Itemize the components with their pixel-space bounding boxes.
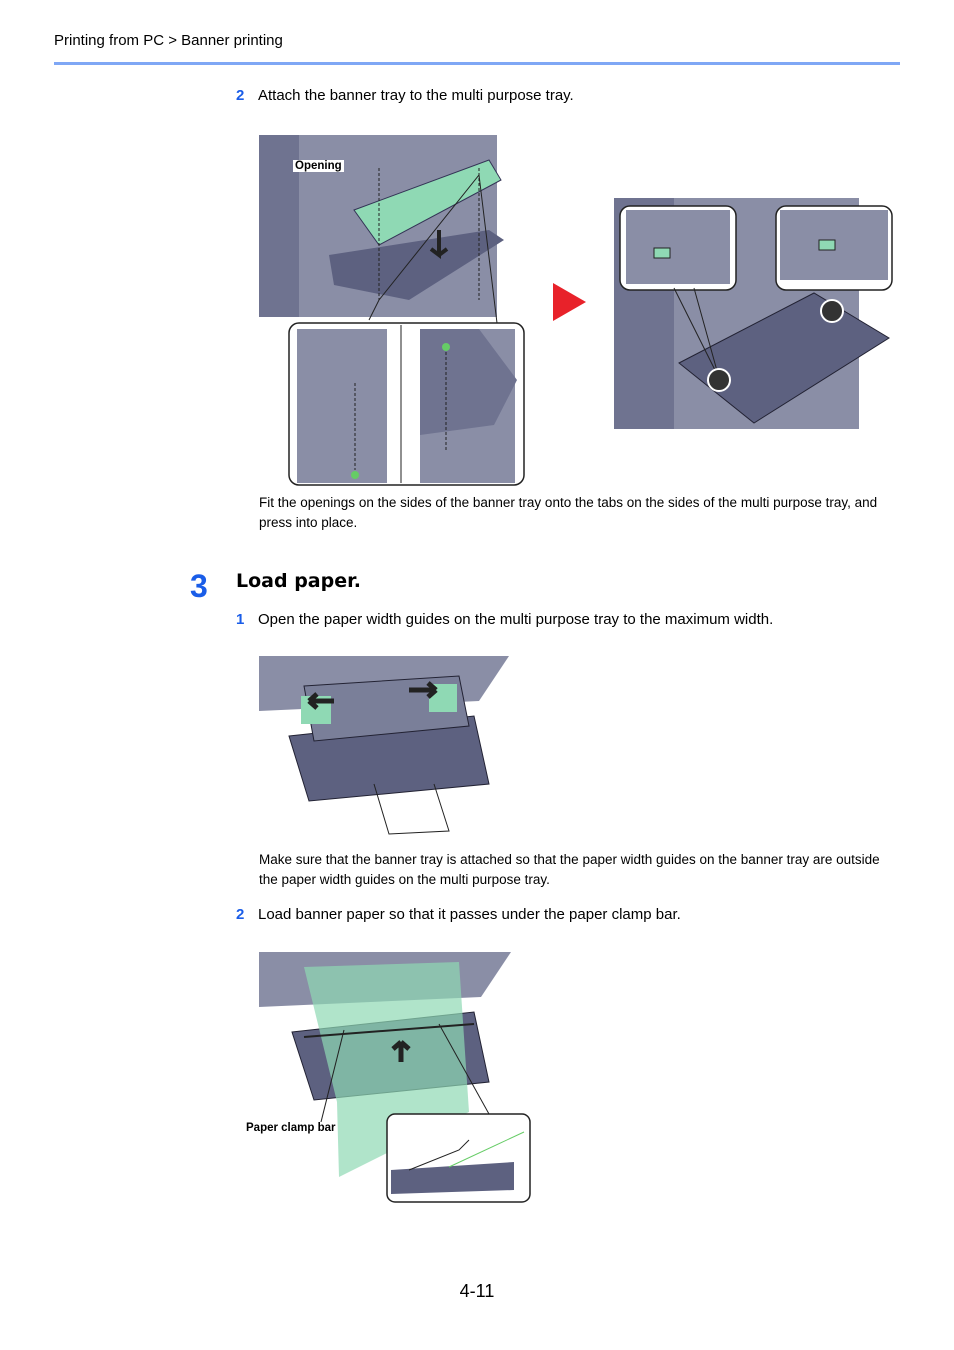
- page-number: 4-11: [459, 1281, 495, 1301]
- substep-number: 2: [236, 87, 245, 104]
- substep-attach: 2 Attach the banner tray to the multi pur…: [236, 87, 574, 104]
- substep-load-banner: 2 Load banner paper so that it passes und…: [236, 906, 681, 923]
- substep-number: 2: [236, 906, 245, 923]
- step-title: Load paper.: [236, 570, 361, 592]
- attach-note: Fit the openings on the sides of the ban…: [259, 495, 878, 530]
- load-banner-paper-illustration: [259, 952, 531, 1203]
- substep-open-guides: 1 Open the paper width guides on the mult…: [236, 611, 773, 628]
- substep-number: 1: [236, 611, 245, 628]
- breadcrumb: Printing from PC > Banner printing: [54, 32, 283, 49]
- step-number: 3: [190, 568, 208, 604]
- banner-tray-attach-illustration: [259, 135, 525, 486]
- header-rule: [54, 62, 900, 65]
- guides-note: Make sure that the banner tray is attach…: [259, 852, 880, 887]
- banner-tray-attached-illustration: [614, 198, 893, 429]
- substep-text: Load banner paper so that it passes unde…: [258, 906, 681, 923]
- opening-label: Opening: [293, 160, 344, 172]
- paper-width-guides-illustration: [259, 656, 509, 835]
- paper-clamp-bar-label: Paper clamp bar: [244, 1122, 338, 1134]
- substep-text: Attach the banner tray to the multi purp…: [258, 87, 574, 104]
- next-arrow-icon: [553, 283, 586, 321]
- substep-text: Open the paper width guides on the multi…: [258, 611, 774, 628]
